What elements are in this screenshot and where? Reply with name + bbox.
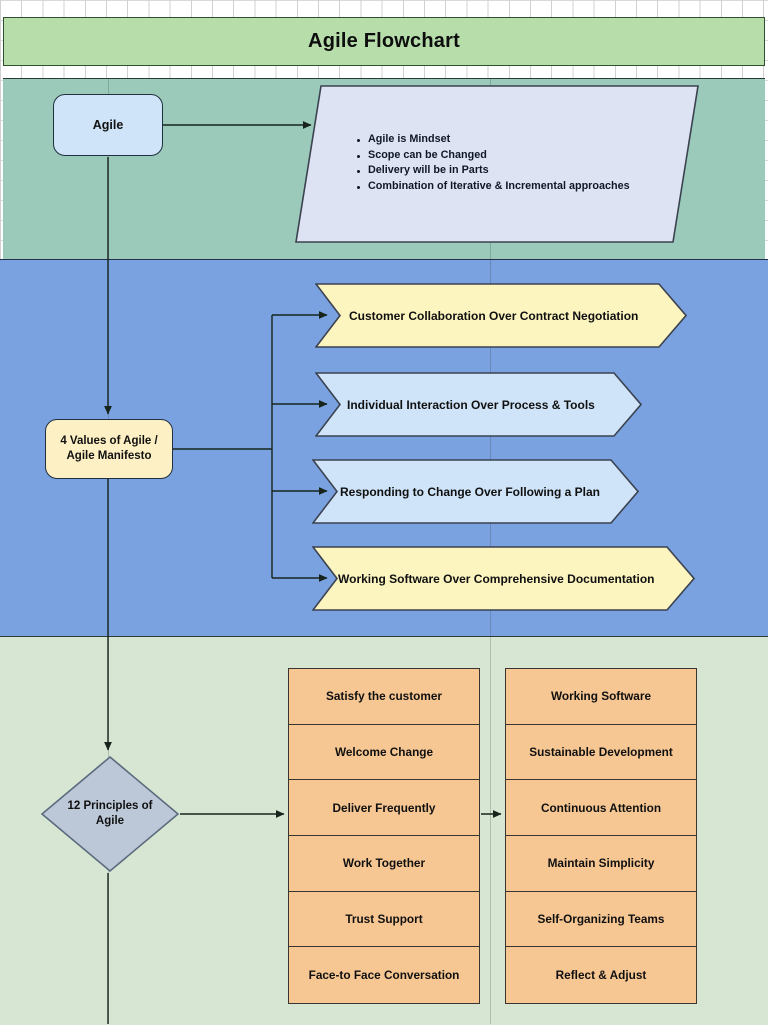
chevron-shape bbox=[312, 459, 639, 524]
principle-row[interactable]: Continuous Attention bbox=[506, 780, 696, 836]
principle-row[interactable]: Deliver Frequently bbox=[289, 780, 479, 836]
principles-table-right: Working Software Sustainable Development… bbox=[505, 668, 697, 1004]
note-bullet: Scope can be Changed bbox=[357, 148, 698, 164]
parallelogram-shape bbox=[295, 85, 699, 243]
principle-row[interactable]: Working Software bbox=[506, 669, 696, 725]
principle-row[interactable]: Trust Support bbox=[289, 892, 479, 948]
node-4-values-of-agile[interactable]: 4 Values of Agile / Agile Manifesto bbox=[45, 419, 173, 479]
principle-row[interactable]: Welcome Change bbox=[289, 725, 479, 781]
principle-row[interactable]: Self-Organizing Teams bbox=[506, 892, 696, 948]
chevron-shape bbox=[312, 546, 695, 611]
value-chevron-individual-interaction[interactable]: Individual Interaction Over Process & To… bbox=[315, 372, 642, 437]
note-bullet: Delivery will be in Parts bbox=[357, 163, 698, 179]
value-chevron-responding-to-change[interactable]: Responding to Change Over Following a Pl… bbox=[312, 459, 639, 524]
note-bullet-list: Agile is Mindset Scope can be Changed De… bbox=[354, 132, 698, 195]
grid-seam bbox=[108, 78, 109, 1024]
principle-row[interactable]: Reflect & Adjust bbox=[555, 968, 647, 983]
principle-row[interactable]: Maintain Simplicity bbox=[506, 836, 696, 892]
chevron-shape bbox=[315, 372, 642, 437]
note-agile-characteristics[interactable]: Agile is Mindset Scope can be Changed De… bbox=[294, 84, 700, 244]
node-12-principles-decision[interactable]: 12 Principles of Agile bbox=[40, 755, 180, 873]
page-title-bar: Agile Flowchart bbox=[3, 17, 765, 66]
node-4-values-line2: Agile Manifesto bbox=[66, 450, 152, 462]
note-bullet: Combination of Iterative & Incremental a… bbox=[357, 179, 698, 195]
node-agile-label: Agile bbox=[92, 118, 124, 132]
principle-row[interactable]: Work Together bbox=[289, 836, 479, 892]
principle-row[interactable]: Sustainable Development bbox=[506, 725, 696, 781]
principles-table-left: Satisfy the customer Welcome Change Deli… bbox=[288, 668, 480, 1004]
note-bullet: Agile is Mindset bbox=[357, 132, 698, 148]
value-chevron-customer-collaboration[interactable]: Customer Collaboration Over Contract Neg… bbox=[315, 283, 687, 348]
diamond-shape bbox=[40, 755, 180, 873]
node-4-values-label: 4 Values of Agile / Agile Manifesto bbox=[46, 420, 172, 478]
principle-row[interactable]: Face-to Face Conversation bbox=[308, 968, 460, 983]
value-chevron-working-software[interactable]: Working Software Over Comprehensive Docu… bbox=[312, 546, 695, 611]
principle-row[interactable]: Satisfy the customer bbox=[289, 669, 479, 725]
chevron-shape bbox=[315, 283, 687, 348]
page-title: Agile Flowchart bbox=[308, 30, 460, 52]
node-4-values-line1: 4 Values of Agile / bbox=[60, 435, 158, 447]
node-agile-start[interactable]: Agile bbox=[53, 94, 163, 156]
